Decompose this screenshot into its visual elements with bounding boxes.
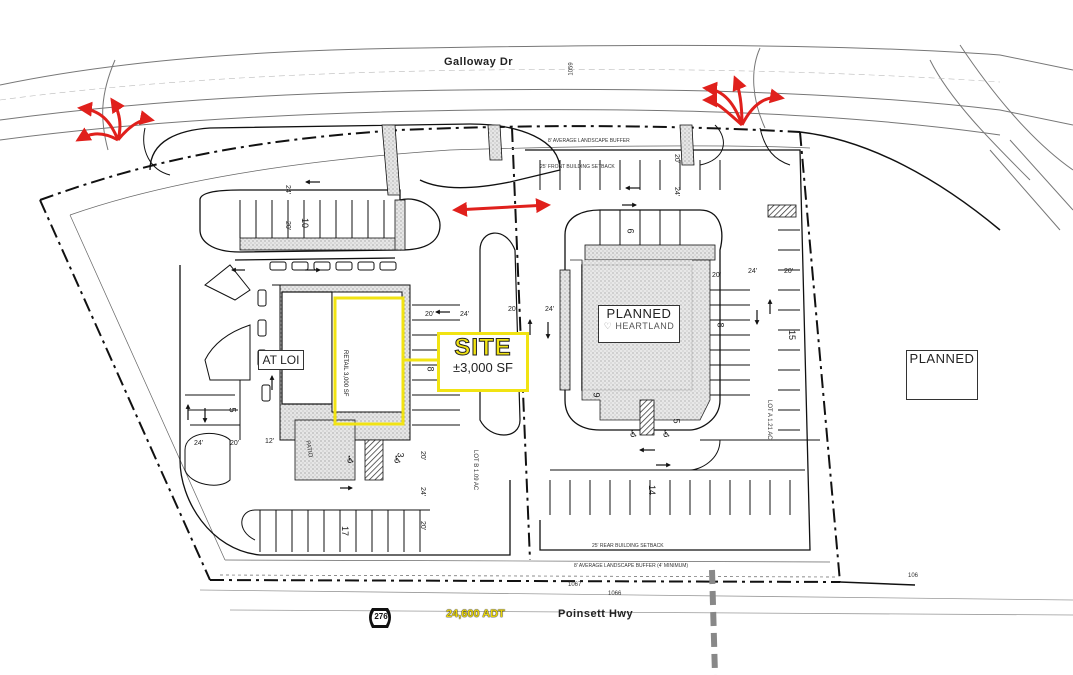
buffer-top-note: 8' AVERAGE LANDSCAPE BUFFER [548,138,630,144]
site-title: SITE [454,334,512,361]
stalls-left-west [185,380,241,440]
site-area: ±3,000 SF [453,360,513,375]
modwash-boundary-bottom [839,581,916,586]
east-lot [525,149,811,551]
dimension-label: 20' [673,153,681,164]
stall-count: 8 [715,322,726,328]
at-loi-label: AT LOI [258,350,304,370]
planned-modwash-callout: PLANNED Mod Wash [906,350,978,400]
dimension-label: 24' [673,186,681,197]
access-arrows-east [702,75,785,127]
dimension-label: 12' [265,438,275,445]
dimension-label: 20' [230,440,240,447]
buffer-bottom-note: 8' AVERAGE LANDSCAPE BUFFER (4' MINIMUM) [574,563,689,569]
dimension-label: 20' [784,268,794,275]
dimension-label: 20' [712,272,722,279]
road-label-poinsett: Poinsett Hwy [558,608,634,620]
heartland-brand: ♡ HEARTLAND [603,321,675,331]
stall-count: 15 [787,329,798,341]
dimension-label: 24' [419,486,427,497]
planned-heartland-callout: PLANNED ♡ HEARTLAND [598,305,680,343]
poinsett-road [199,589,1073,616]
svg-text:♿: ♿ [629,429,638,440]
planned-modwash-word: PLANNED [909,351,975,366]
stalls-bottom-west [255,509,430,552]
svg-text:♿: ♿ [393,455,402,466]
stalls-bottom-east [549,469,805,515]
heart-icon: ♡ [603,321,613,331]
retail-building-label: RETAIL 3,000 SF [342,350,348,397]
lot-a-label: LOT A 1.21 AC [766,400,772,440]
stall-count: 17 [340,525,351,537]
setback-bottom-note: 25' REAR BUILDING SETBACK [592,543,664,549]
poinsett-driveway [709,569,718,675]
modwash-brand-line1: Mod [927,365,950,377]
setback-lines [69,145,836,578]
svg-text:♿: ♿ [346,455,355,466]
route-shield [369,608,391,628]
dimension-label: 24' [545,306,555,313]
dimension-label: 20' [284,220,292,231]
island-top-west [239,237,401,251]
island-top-east [584,244,716,261]
stall-count: 6 [625,228,636,234]
contour-label-1059: 1059 [568,62,575,76]
driveway-curbs [381,124,695,196]
adt-label: 24,600 ADT [446,608,505,620]
dimension-label: 24' [194,440,204,447]
planned-heartland-word: PLANNED [606,306,672,321]
modwash-boundary-top [799,131,1001,231]
stalls-top-east [539,160,721,245]
site-callout: SITE ±3,000 SF [437,332,529,392]
access-arrows-west [75,97,155,142]
galloway-centerline [0,69,1001,101]
loading-hatch-west [364,439,384,481]
patio [294,419,356,481]
west-island-curve [204,324,251,381]
loading-hatch-east [639,399,655,436]
stall-count: 14 [647,484,658,496]
dimension-label: 20' [508,306,518,313]
stalls-top-west [239,200,385,238]
dimension-label: 20' [425,311,435,318]
dimension-label: 20' [419,450,427,461]
stall-count: 3 [395,452,406,458]
west-island-bottom [184,432,231,486]
road-label-galloway: Galloway Dr [444,56,514,68]
dimension-label: 20' [419,520,427,531]
dimension-label: 24' [748,268,758,275]
route-shield-number: 276 [374,612,388,621]
modwash-brand-line2: Wash [919,376,954,391]
cross-access-arrow [452,198,551,217]
stall-count: 9 [591,392,602,398]
contour-label-1066: 1066 [608,591,622,597]
dimension-label: 24' [284,184,292,195]
west-island-triangle [204,264,251,301]
stall-count: 8 [425,366,436,372]
setback-top-note: 25' FRONT BUILDING SETBACK [540,164,615,170]
accessible-icons: ♿ ♿ ♿ ♿ [346,429,671,466]
svg-text:♿: ♿ [662,429,671,440]
dimension-label: 24' [460,311,470,318]
lot-b-label: LOT B 1.09 AC [472,450,478,491]
loading-hatch-ne [767,204,797,218]
contour-label-1067: 1067 [568,582,582,588]
stall-count: 10 [300,217,311,229]
stall-count: 5 [671,418,682,424]
traffic-arrows [185,179,773,491]
loi-building [281,291,333,405]
retail-building-outline [331,291,403,413]
driveway-entries [143,124,791,176]
stall-count: 5 [227,407,238,413]
island-top-west-end [394,199,406,251]
contour-label-106x: 106 [908,573,919,579]
stalls-right-east [710,229,800,431]
west-island-bl [241,509,256,541]
east-lot-curve [689,439,721,471]
east-island-left [559,269,571,391]
